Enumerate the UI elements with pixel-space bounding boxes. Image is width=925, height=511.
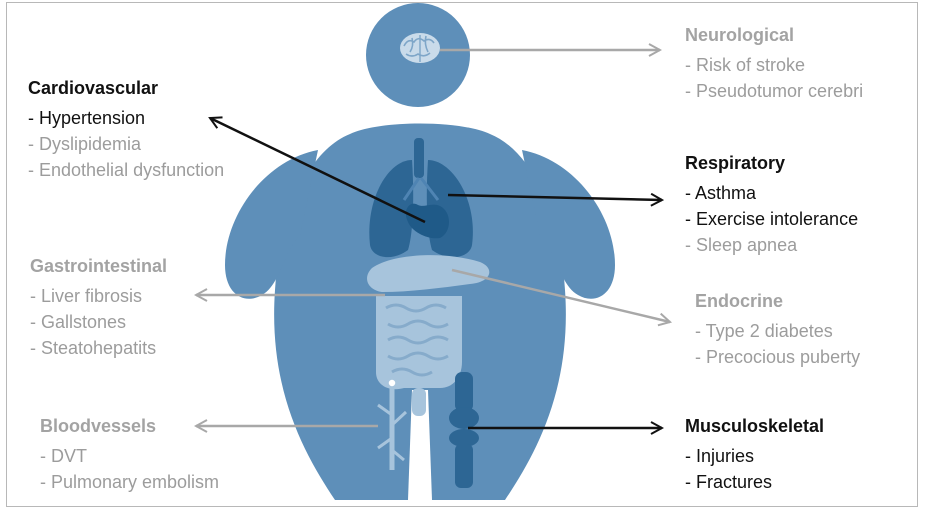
musculoskeletal-item: - Injuries xyxy=(685,443,824,469)
endocrine-item: - Precocious puberty xyxy=(695,344,860,370)
neurological-title: Neurological xyxy=(685,21,863,49)
bloodvessels-title: Bloodvessels xyxy=(40,412,219,440)
bloodvessels-item: - DVT xyxy=(40,443,219,469)
endocrine-title: Endocrine xyxy=(695,287,860,315)
neurological-item: - Pseudotumor cerebri xyxy=(685,78,863,104)
bloodvessels-item: - Pulmonary embolism xyxy=(40,469,219,495)
gastrointestinal-group: Gastrointestinal - Liver fibrosis - Gall… xyxy=(30,252,167,361)
neurological-item: - Risk of stroke xyxy=(685,52,863,78)
endocrine-group: Endocrine - Type 2 diabetes - Precocious… xyxy=(695,287,860,370)
respiratory-item: - Sleep apnea xyxy=(685,232,858,258)
respiratory-item: - Asthma xyxy=(685,180,858,206)
musculoskeletal-item: - Fractures xyxy=(685,469,824,495)
respiratory-item: - Exercise intolerance xyxy=(685,206,858,232)
gastrointestinal-title: Gastrointestinal xyxy=(30,252,167,280)
musculoskeletal-group: Musculoskeletal - Injuries - Fractures xyxy=(685,412,824,495)
cardiovascular-item: - Endothelial dysfunction xyxy=(28,157,224,183)
respiratory-group: Respiratory - Asthma - Exercise intolera… xyxy=(685,149,858,258)
respiratory-title: Respiratory xyxy=(685,149,858,177)
cardiovascular-item: - Dyslipidemia xyxy=(28,131,224,157)
gastrointestinal-item: - Liver fibrosis xyxy=(30,283,167,309)
brain-icon xyxy=(400,33,440,63)
cardiovascular-title: Cardiovascular xyxy=(28,74,224,102)
gastrointestinal-item: - Gallstones xyxy=(30,309,167,335)
gastrointestinal-item: - Steatohepatits xyxy=(30,335,167,361)
endocrine-item: - Type 2 diabetes xyxy=(695,318,860,344)
neurological-group: Neurological - Risk of stroke - Pseudotu… xyxy=(685,21,863,104)
musculoskeletal-title: Musculoskeletal xyxy=(685,412,824,440)
bloodvessels-group: Bloodvessels - DVT - Pulmonary embolism xyxy=(40,412,219,495)
cardiovascular-group: Cardiovascular - Hypertension - Dyslipid… xyxy=(28,74,224,183)
cardiovascular-item: - Hypertension xyxy=(28,105,224,131)
